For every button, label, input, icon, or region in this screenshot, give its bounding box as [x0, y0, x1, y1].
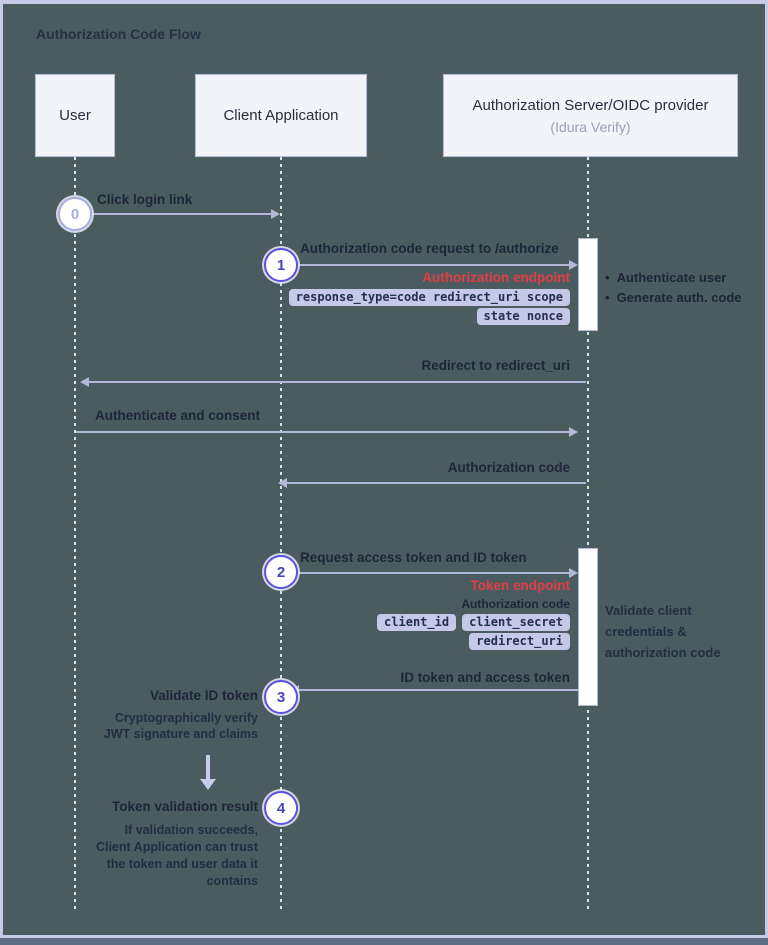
frame-bottom-strip — [0, 938, 768, 945]
step-badge-4: 4 — [264, 791, 298, 825]
diagram-title: Authorization Code Flow — [36, 26, 201, 42]
lifeline-client — [280, 157, 282, 910]
step-badge-0: 0 — [58, 197, 92, 231]
label-authorization-endpoint: Authorization endpoint — [422, 270, 570, 285]
activation-bar-authorize — [578, 238, 598, 331]
param-pill-state-nonce: state nonce — [476, 308, 570, 325]
bullet-icon: • — [605, 290, 610, 305]
message-click-login-link: Click login link — [97, 192, 193, 207]
frame-border-bottom — [0, 935, 768, 938]
lifeline-server — [587, 157, 589, 910]
actor-client-label: Client Application — [223, 106, 339, 124]
arrow-left-icon — [278, 478, 586, 488]
activation-bar-token — [578, 548, 598, 706]
actor-authorization-server: Authorization Server/OIDC provider (Idur… — [443, 74, 738, 157]
param-pill-row: client_id client_secret — [377, 614, 570, 631]
message-authenticate-consent: Authenticate and consent — [95, 408, 261, 423]
note-validate-client: Validate client credentials & authorizat… — [605, 603, 721, 660]
step-badge-3: 3 — [264, 680, 298, 714]
actor-server-label: Authorization Server/OIDC provider — [472, 97, 709, 115]
param-pill-response-type: response_type=code redirect_uri scope — [288, 289, 570, 306]
param-pill-row: redirect_uri — [469, 633, 570, 650]
message-request-tokens: Request access token and ID token — [300, 550, 527, 565]
message-token-validation-result: Token validation result — [111, 799, 258, 814]
server-note-list: •Authenticate user •Generate auth. code — [605, 270, 742, 305]
note-validation-succeeds: If validation succeeds, Client Applicati… — [95, 823, 258, 888]
label-authorization-code-param: Authorization code — [461, 597, 570, 611]
step-badge-2: 2 — [264, 555, 298, 589]
actor-user: User — [35, 74, 115, 157]
message-validate-id-token: Validate ID token — [149, 688, 258, 703]
message-id-token: ID token and access token — [400, 670, 570, 685]
arrow-down-stem — [206, 755, 210, 781]
frame-border-right — [765, 0, 768, 945]
bullet-icon: • — [605, 270, 610, 285]
actor-server-sublabel: (Idura Verify) — [550, 118, 631, 135]
note-authenticate-user: •Authenticate user — [605, 270, 727, 285]
arrow-right-icon — [298, 260, 578, 270]
frame-border-top — [0, 0, 768, 4]
actor-user-label: User — [59, 106, 91, 124]
step-badge-1: 1 — [264, 248, 298, 282]
arrow-right-icon — [76, 427, 578, 437]
label-token-endpoint: Token endpoint — [470, 578, 571, 593]
message-auth-code-request: Authorization code request to /authorize — [300, 241, 559, 256]
note-generate-auth-code: •Generate auth. code — [605, 290, 742, 305]
arrow-right-icon — [298, 568, 578, 578]
arrow-left-icon — [290, 685, 578, 695]
param-pill-row: response_type=code redirect_uri scope — [288, 289, 570, 306]
message-redirect: Redirect to redirect_uri — [421, 358, 570, 373]
note-cryptographic-verify: Cryptographically verify JWT signature a… — [103, 711, 258, 741]
arrow-down-head — [200, 779, 216, 790]
arrow-down-icon — [200, 755, 216, 793]
arrow-left-icon — [80, 377, 586, 387]
param-pill-client-secret: client_secret — [462, 614, 570, 631]
arrow-right-icon — [92, 209, 280, 219]
frame-border-left — [0, 0, 3, 945]
lifeline-user — [74, 157, 76, 910]
param-pill-client-id: client_id — [377, 614, 457, 631]
param-pill-row: state nonce — [476, 308, 570, 325]
message-authorization-code: Authorization code — [447, 460, 570, 475]
actor-client-application: Client Application — [195, 74, 367, 157]
param-pill-redirect-uri: redirect_uri — [469, 633, 570, 650]
